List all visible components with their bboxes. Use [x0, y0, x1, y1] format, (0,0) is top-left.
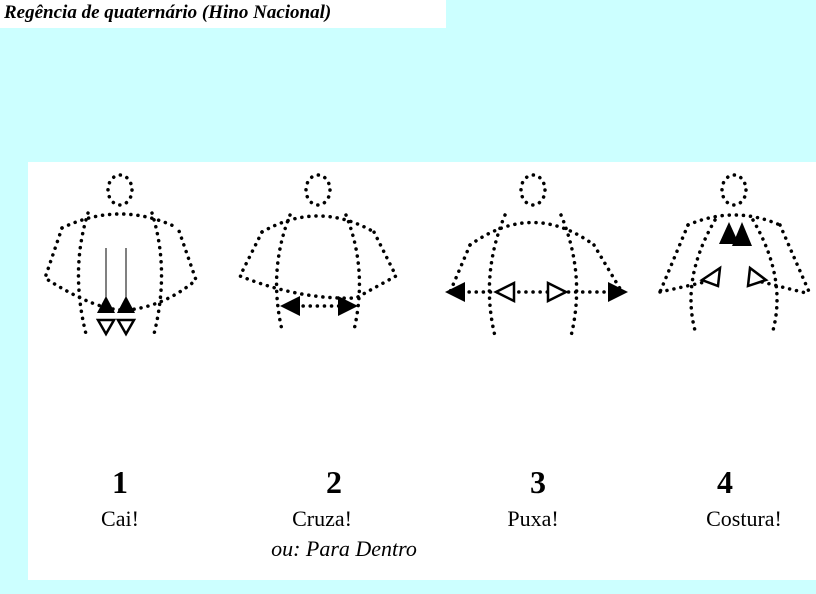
shoulders	[468, 220, 596, 247]
arrow-up-icon	[719, 222, 739, 244]
arrow-up-icon	[732, 222, 752, 246]
head-icon	[519, 173, 547, 207]
beat-number-3: 3	[530, 464, 546, 500]
motion-path	[658, 280, 812, 296]
arrow-right-icon	[546, 280, 569, 304]
arrow-icon	[699, 265, 722, 288]
shoulders	[60, 212, 180, 230]
head-icon	[304, 173, 332, 207]
torso-left	[487, 213, 507, 338]
beat-number-2: 2	[326, 464, 342, 500]
torso-right	[344, 213, 362, 332]
arm-outline	[42, 226, 199, 312]
shoulders	[686, 213, 782, 227]
page-title: Regência de quaternário (Hino Nacional)	[4, 2, 332, 23]
torso-right	[751, 218, 779, 336]
arm-outline	[448, 243, 624, 294]
beat-alt-label-2: ou: Para Dentro	[271, 536, 417, 561]
arm-outline	[237, 230, 399, 300]
figure-beat-4	[658, 173, 812, 336]
beat-label-4: Costura!	[706, 506, 782, 531]
torso-left	[76, 211, 90, 336]
figure-beat-3	[445, 173, 628, 338]
beat-label-1: Cai!	[101, 506, 139, 531]
shoulders	[260, 214, 376, 234]
arrow-left-icon	[493, 280, 516, 304]
arrow-right-icon	[608, 282, 628, 302]
arrow-right-icon	[338, 296, 358, 316]
arrow-down-icon	[95, 318, 117, 337]
torso-right	[150, 211, 164, 336]
arrow-up-icon	[97, 296, 115, 313]
beat-label-3: Puxa!	[507, 506, 559, 531]
beat-label-2: Cruza!	[292, 506, 352, 531]
figure-beat-2	[237, 173, 399, 332]
head-icon	[720, 173, 748, 207]
arrow-down-icon	[115, 318, 137, 337]
title-bar: Regência de quaternário (Hino Nacional)	[0, 0, 446, 28]
arrow-left-icon	[280, 296, 300, 316]
arrow-left-icon	[445, 282, 465, 302]
arrow-up-icon	[117, 296, 135, 313]
beat-number-1: 1	[112, 464, 128, 500]
arrow-icon	[746, 265, 769, 288]
figure-beat-1	[42, 173, 199, 337]
torso-right	[559, 213, 579, 338]
torso-left	[274, 213, 292, 332]
arm-outline	[658, 223, 812, 296]
torso-left	[689, 218, 717, 336]
beat-number-4: 4	[717, 464, 733, 500]
head-icon	[106, 173, 134, 207]
